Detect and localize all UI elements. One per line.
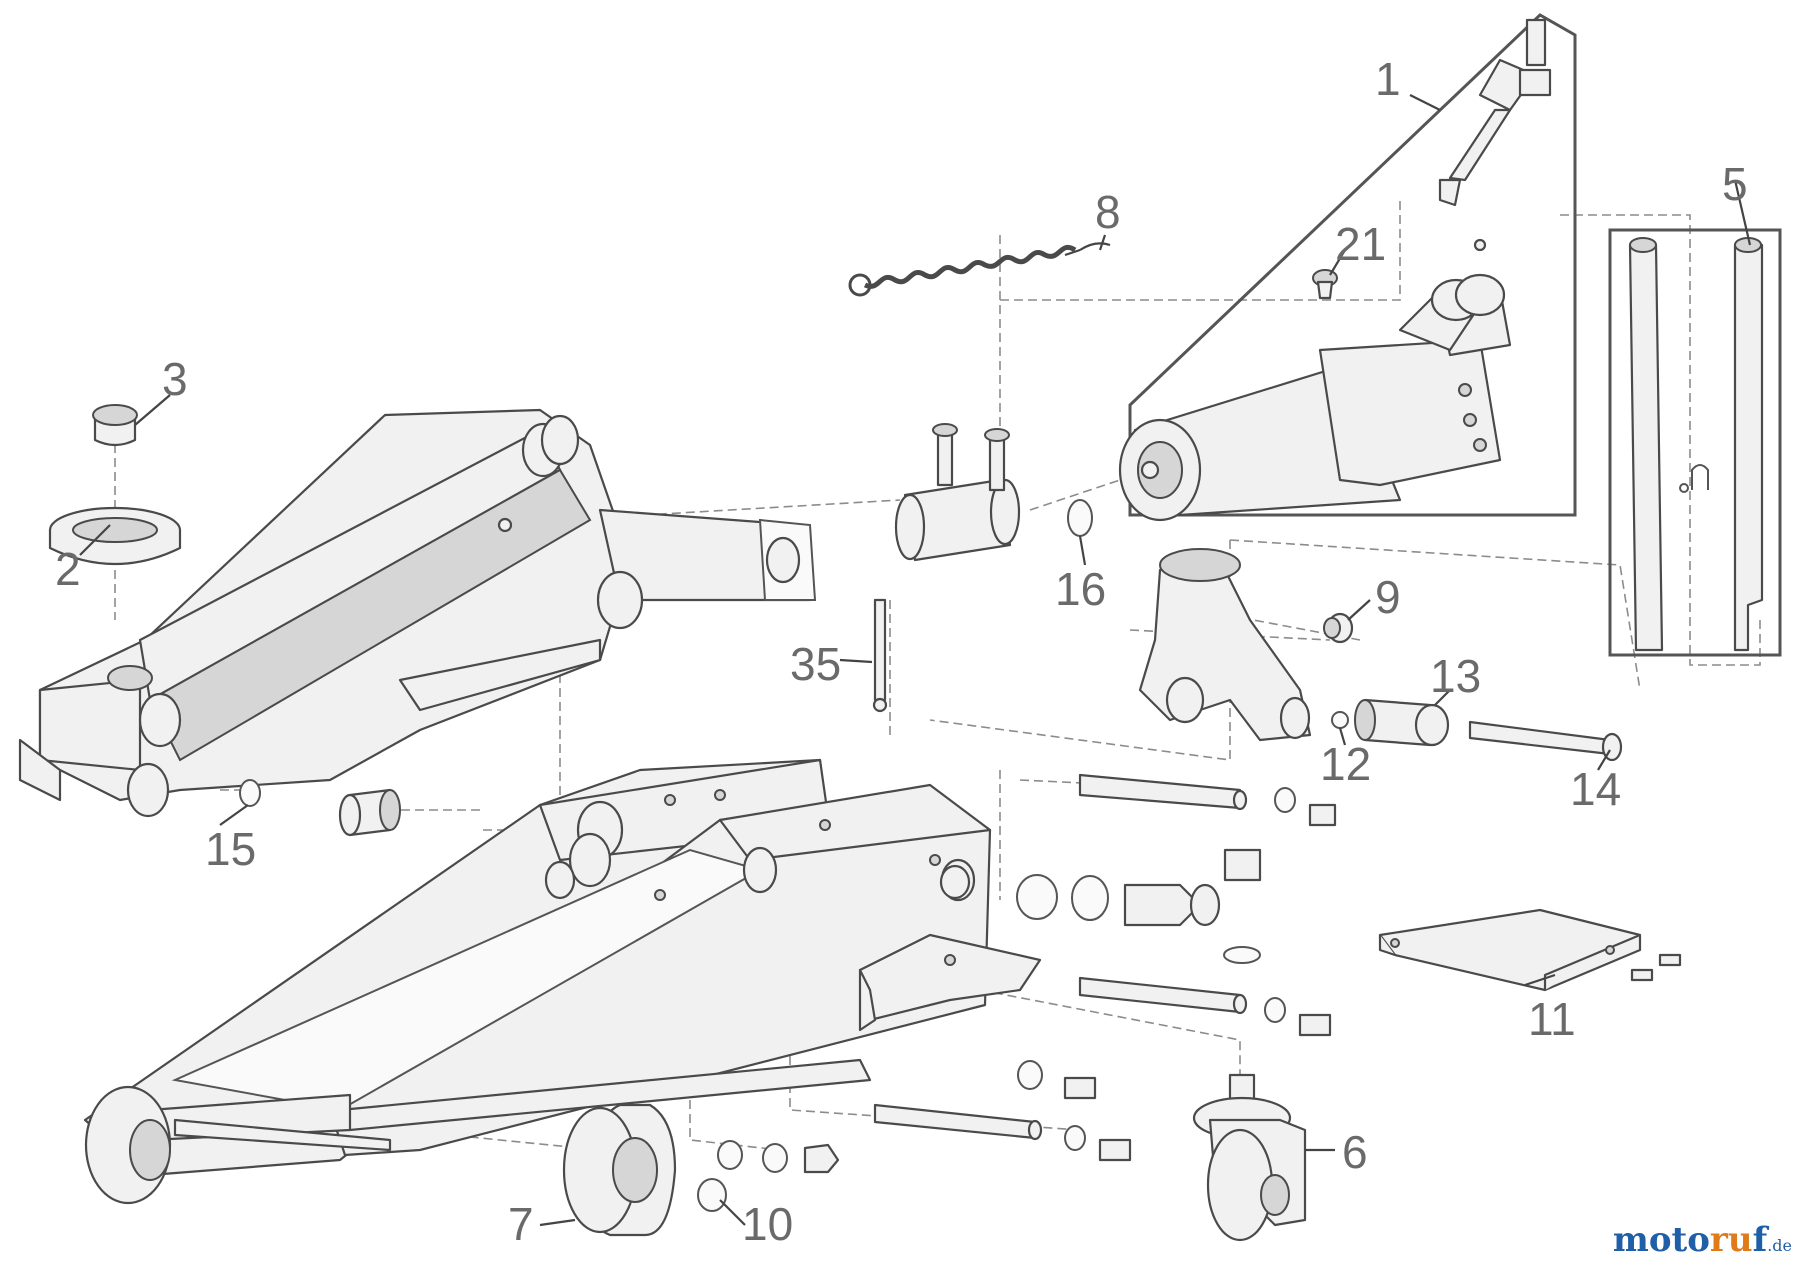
chassis-frame (83, 758, 992, 1177)
label-5: 5 (1722, 158, 1748, 210)
label-15: 15 (205, 823, 256, 875)
label-3: 3 (162, 353, 188, 405)
hardware-rods-bolts (717, 773, 1337, 1174)
watermark-part-c: f (1752, 1220, 1768, 1260)
label-6: 6 (1342, 1126, 1368, 1178)
pump-yoke-bracket (1138, 548, 1312, 742)
label-12: 12 (1320, 738, 1371, 790)
watermark-part-a: moto (1612, 1220, 1710, 1260)
frame-bracket (858, 933, 1042, 1032)
part-labels: 1 2 3 5 6 7 8 9 10 11 12 13 14 15 16 21 … (55, 53, 1748, 1250)
label-11: 11 (1528, 993, 1576, 1045)
front-wheel-left (84, 1085, 172, 1205)
part-9-bush (1323, 612, 1354, 644)
part-1-pump-unit (1118, 13, 1577, 522)
part-3-cap (92, 404, 138, 447)
part-6-castor (1192, 1073, 1307, 1242)
cross-pin-assembly (894, 423, 1021, 562)
label-13: 13 (1430, 650, 1481, 702)
part-11-plate (1378, 908, 1682, 992)
label-21: 21 (1335, 218, 1386, 270)
part-35-split-pin (872, 598, 888, 713)
lift-arm (18, 408, 817, 818)
label-10: 10 (742, 1198, 793, 1250)
part-8-spring (848, 242, 1111, 297)
label-leaders (79, 94, 1752, 1227)
label-1: 1 (1375, 53, 1401, 105)
label-14: 14 (1570, 763, 1621, 815)
part-21-screw (1312, 269, 1338, 300)
frame-bushing (338, 788, 401, 837)
watermark-suffix: .de (1767, 1236, 1792, 1255)
label-2: 2 (55, 543, 81, 595)
motoruf-watermark-logo: motoruf.de (1613, 1220, 1792, 1260)
label-9: 9 (1375, 571, 1401, 623)
watermark-part-b: ru (1709, 1220, 1753, 1260)
part-2-saddle (48, 506, 182, 566)
part-16-circlip (1067, 499, 1093, 537)
label-8: 8 (1095, 186, 1121, 238)
part-15-circlip (239, 779, 261, 807)
label-35: 35 (790, 638, 841, 690)
label-16: 16 (1055, 563, 1106, 615)
part-12-clip (1331, 711, 1349, 729)
label-7: 7 (508, 1198, 534, 1250)
part-10-circlip (697, 1178, 727, 1212)
part-14-axle-pin (1468, 720, 1623, 762)
part-7-front-wheel (562, 1103, 677, 1237)
part-13-roller (1354, 698, 1450, 747)
part-5-handle (1608, 228, 1782, 657)
